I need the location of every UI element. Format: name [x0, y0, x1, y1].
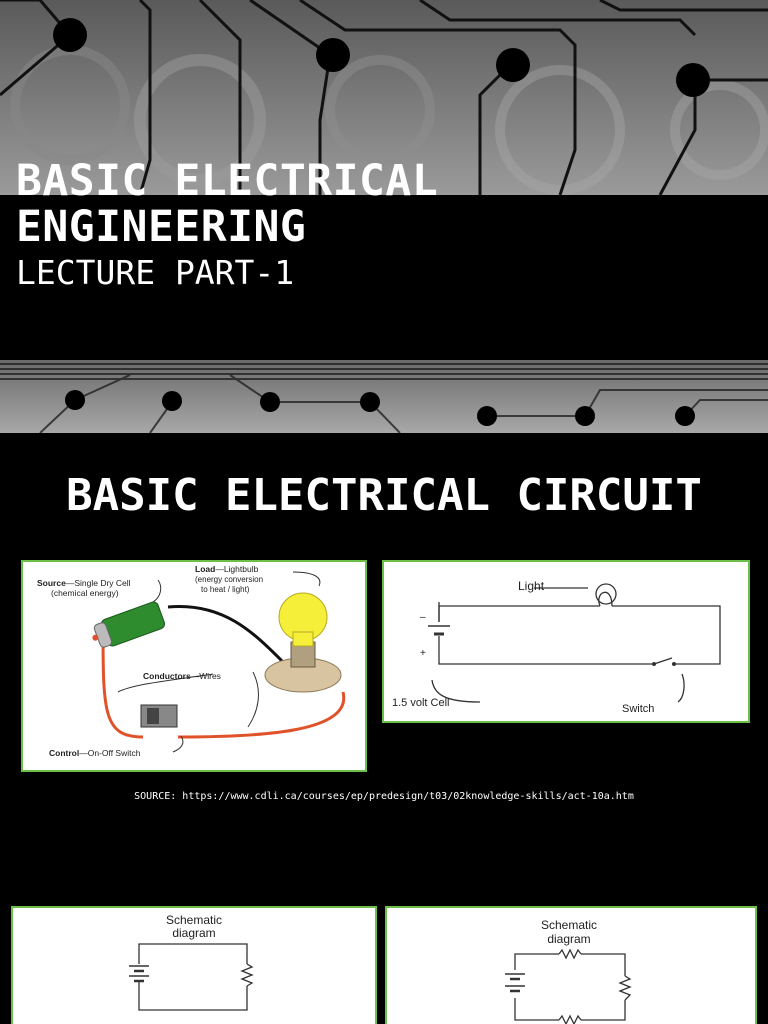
svg-text:–: – — [420, 612, 426, 623]
cell-label: 1.5 volt Cell — [392, 697, 449, 709]
switch-symbol — [653, 657, 673, 665]
schematic-diagram-1: Schematic diagram — [11, 906, 377, 1024]
schematic-diagram-2: Schematic diagram — [385, 906, 757, 1024]
wire-red-right — [177, 691, 346, 739]
svg-text:Conductors—Wires: Conductors—Wires — [143, 671, 221, 681]
svg-text:+: + — [420, 648, 426, 659]
pictorial-circuit-figure: Source—Single Dry Cell (chemical energy)… — [21, 560, 367, 772]
svg-text:Schematic: Schematic — [541, 918, 597, 932]
circuit-board-banner-top — [0, 0, 768, 195]
svg-text:to heat / light): to heat / light) — [201, 585, 250, 594]
title-slide: BASIC ELECTRICAL ENGINEERING LECTURE PAR… — [0, 0, 768, 433]
svg-text:(energy conversion: (energy conversion — [195, 575, 263, 584]
lightbulb-icon — [278, 592, 328, 647]
svg-text:Schematic: Schematic — [166, 913, 222, 927]
resistor-symbol — [240, 963, 254, 987]
circuit-board-banner-bottom — [0, 360, 768, 433]
slide-subtitle: LECTURE PART-1 — [16, 253, 295, 292]
wire-red-left — [101, 623, 144, 739]
source-citation: SOURCE: https://www.cdli.ca/courses/ep/p… — [134, 791, 634, 802]
resistor-bottom-symbol — [558, 1014, 582, 1024]
light-label: Light — [518, 579, 545, 593]
slide-heading: BASIC ELECTRICAL CIRCUIT — [66, 470, 702, 521]
svg-text:(chemical energy): (chemical energy) — [51, 588, 119, 598]
slide-title-line2: ENGINEERING — [16, 202, 307, 252]
wire-black — [167, 604, 285, 664]
slide-title-line1: BASIC ELECTRICAL — [16, 156, 439, 206]
content-slide: BASIC ELECTRICAL CIRCUIT — [0, 433, 768, 1024]
slide-title: BASIC ELECTRICAL ENGINEERING — [16, 158, 438, 250]
svg-text:Load—Lightbulb: Load—Lightbulb — [195, 564, 259, 574]
switch-label: Switch — [622, 703, 654, 715]
svg-text:diagram: diagram — [172, 926, 215, 940]
labelled-circuit-figure: – + Light 1.5 volt Cell Switch — [382, 560, 750, 723]
resistor-right-symbol — [618, 975, 632, 1001]
dry-cell-battery — [92, 601, 166, 648]
battery-symbol — [129, 965, 149, 983]
battery-symbol — [505, 973, 525, 993]
light-bulb-symbol — [595, 583, 617, 605]
svg-text:diagram: diagram — [547, 932, 590, 946]
on-off-switch — [140, 704, 178, 728]
resistor-top-symbol — [558, 948, 582, 960]
svg-text:Source—Single Dry Cell: Source—Single Dry Cell — [37, 578, 131, 588]
svg-text:Control—On-Off Switch: Control—On-Off Switch — [49, 748, 141, 758]
